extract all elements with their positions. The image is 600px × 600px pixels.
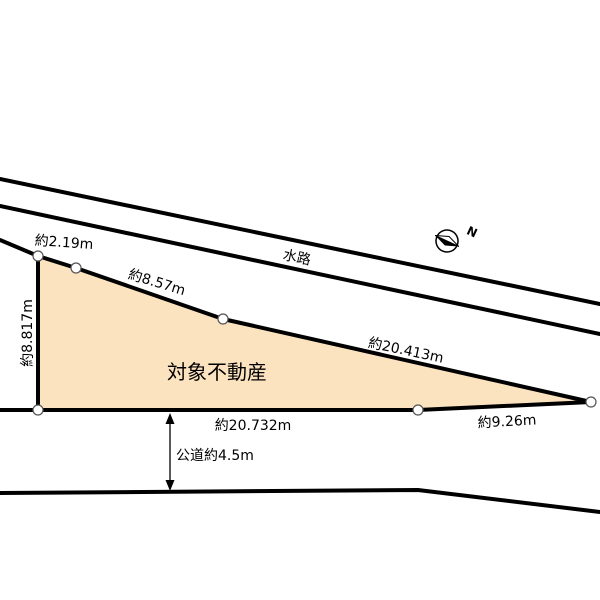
- compass: N: [435, 224, 480, 253]
- plot-area: [38, 256, 591, 410]
- road-width-arrow-head-down: [165, 480, 175, 491]
- vertex-marker: [217, 313, 229, 325]
- vertex-marker: [412, 404, 424, 416]
- waterway: 水路: [0, 177, 600, 336]
- vertex-marker: [32, 250, 44, 262]
- waterway-line-lower: [0, 204, 600, 336]
- north-arrow-icon: [435, 229, 460, 253]
- dimension-top-left: 約2.19m: [34, 233, 94, 253]
- plot-label: 対象不動産: [167, 360, 267, 384]
- vertex-marker: [585, 396, 597, 408]
- compass-north-label: N: [464, 224, 479, 241]
- road-label: 公道約4.5m: [176, 448, 254, 464]
- waterway-line-upper: [0, 177, 600, 306]
- vertex-marker: [32, 404, 44, 416]
- road-far-edge: [0, 488, 600, 514]
- dimension-left: 約8.817m: [20, 299, 36, 367]
- waterway-label: 水路: [281, 247, 312, 268]
- vertex-marker: [70, 262, 82, 274]
- dimension-bottom: 約20.732m: [215, 418, 292, 434]
- subject-property: 対象不動産: [0, 238, 597, 416]
- dimension-labels: 約2.19m 約8.57m 約20.413m 約8.817m 約20.732m …: [20, 233, 537, 434]
- road-width-arrow-head-up: [165, 413, 175, 424]
- public-road: 公道約4.5m: [0, 413, 600, 514]
- dimension-bottom-right: 約9.26m: [477, 412, 537, 431]
